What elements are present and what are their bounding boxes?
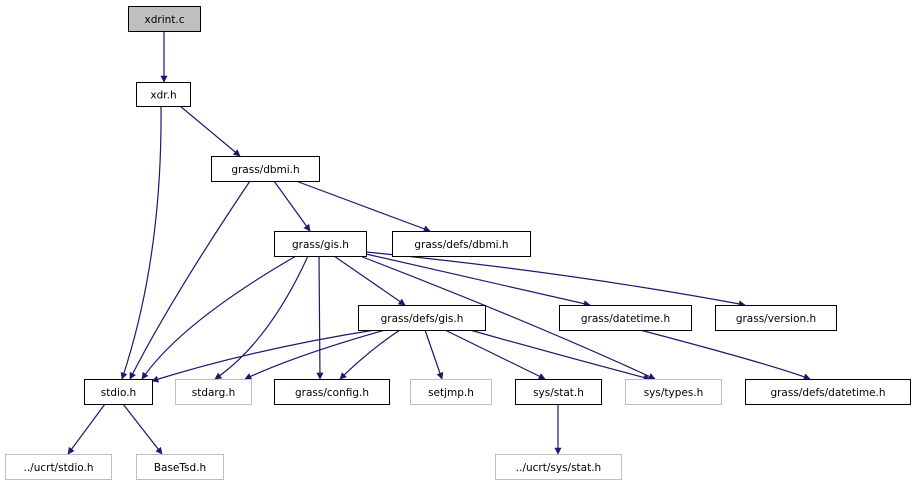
node-label: xdrint.c	[145, 14, 185, 26]
edge-grass-gis-h-to-grass-version-h	[365, 251, 746, 308]
node-grass-defs-dbmi-h[interactable]: grass/defs/dbmi.h	[392, 231, 531, 257]
edge-xdr-h-to-grass-dbmi-h	[179, 105, 241, 157]
edge-grass-defs-gis-h-to-stdarg-h	[244, 329, 386, 380]
node-box	[274, 379, 390, 405]
node-box	[495, 454, 622, 480]
node-sys-types-h[interactable]: sys/types.h	[625, 379, 722, 405]
node-label: BaseTsd.h	[154, 462, 206, 474]
node-label: ../ucrt/stdio.h	[23, 462, 93, 474]
edge-grass-gis-h-to-grass-defs-gis-h	[333, 255, 406, 306]
node-box	[715, 305, 837, 331]
node-label: ../ucrt/sys/stat.h	[516, 462, 601, 474]
edge-grass-gis-h-to-grass-config-h	[316, 255, 324, 380]
node-box	[211, 156, 320, 182]
node-grass-config-h[interactable]: grass/config.h	[274, 379, 390, 405]
node-label: grass/defs/dbmi.h	[414, 239, 508, 251]
edge-grass-defs-gis-h-to-grass-config-h	[339, 329, 401, 380]
node-box	[410, 379, 492, 405]
edge-grass-defs-gis-h-to-stdio-h	[151, 329, 376, 383]
node-label: grass/version.h	[736, 313, 816, 325]
node-box	[745, 379, 911, 405]
edge-grass-defs-gis-h-to-setjmp-h	[424, 329, 444, 380]
node-label: sys/stat.h	[533, 387, 584, 399]
edge-grass-gis-h-to-stdarg-h	[214, 255, 309, 380]
node-stdio-h[interactable]: stdio.h	[84, 379, 153, 405]
node-grass-version-h[interactable]: grass/version.h	[715, 305, 837, 331]
node-box	[175, 379, 252, 405]
node-label: stdio.h	[101, 387, 136, 399]
node-label: setjmp.h	[428, 387, 474, 399]
node-grass-dbmi-h[interactable]: grass/dbmi.h	[211, 156, 320, 182]
nodes-layer: xdrint.c xdr.h grass/dbmi.h grass/gis.h gras…	[5, 6, 911, 480]
node-box	[274, 231, 367, 257]
node-grass-defs-datetime-h[interactable]: grass/defs/datetime.h	[745, 379, 911, 405]
edge-grass-defs-gis-h-to-sys-types-h	[469, 329, 651, 381]
edge-grass-gis-h-to-sys-types-h	[359, 255, 656, 380]
node-label: sys/types.h	[644, 387, 704, 399]
node-box	[625, 379, 722, 405]
node-xdr-h[interactable]: xdr.h	[136, 82, 191, 107]
edge-stdio-h-to-ucrt-stdio-h	[67, 403, 106, 455]
edge-grass-dbmi-h-to-grass-gis-h	[273, 180, 311, 232]
edge-stdio-h-to-basetsd-h	[122, 403, 163, 455]
node-label: grass/defs/datetime.h	[770, 387, 885, 399]
node-box	[358, 305, 486, 331]
edge-grass-datetime-h-to-grass-defs-datetime-h	[639, 329, 811, 380]
edge-grass-dbmi-h-to-grass-defs-dbmi-h	[295, 180, 431, 233]
node-box	[136, 454, 224, 480]
node-ucrt-sys-stat-h[interactable]: ../ucrt/sys/stat.h	[495, 454, 622, 480]
node-stdarg-h[interactable]: stdarg.h	[175, 379, 252, 405]
node-box	[128, 6, 201, 32]
node-label: grass/dbmi.h	[231, 164, 299, 176]
node-xdrint-c[interactable]: xdrint.c	[128, 6, 201, 32]
node-box	[559, 305, 692, 331]
node-box	[515, 379, 602, 405]
edge-grass-defs-gis-h-to-sys-stat-h	[444, 329, 546, 380]
edges-layer	[67, 31, 811, 455]
node-grass-defs-gis-h[interactable]: grass/defs/gis.h	[358, 305, 486, 331]
node-sys-stat-h[interactable]: sys/stat.h	[515, 379, 602, 405]
node-box	[84, 379, 153, 405]
node-label: grass/defs/gis.h	[381, 313, 464, 325]
node-setjmp-h[interactable]: setjmp.h	[410, 379, 492, 405]
node-ucrt-stdio-h[interactable]: ../ucrt/stdio.h	[5, 454, 112, 480]
node-label: stdarg.h	[192, 387, 235, 399]
node-grass-gis-h[interactable]: grass/gis.h	[274, 231, 367, 257]
node-label: grass/datetime.h	[581, 313, 670, 325]
edge-grass-gis-h-to-grass-datetime-h	[365, 253, 591, 308]
node-label: grass/config.h	[295, 387, 369, 399]
node-grass-datetime-h[interactable]: grass/datetime.h	[559, 305, 692, 331]
node-box	[392, 231, 531, 257]
node-label: grass/gis.h	[292, 239, 349, 251]
node-box	[136, 82, 191, 107]
node-box	[5, 454, 112, 480]
node-basetsd-h[interactable]: BaseTsd.h	[136, 454, 224, 480]
edge-grass-gis-h-to-stdio-h	[141, 255, 297, 380]
edge-grass-dbmi-h-to-stdio-h	[129, 180, 251, 380]
node-label: xdr.h	[150, 90, 176, 102]
edge-xdr-h-to-stdio-h	[120, 105, 162, 380]
